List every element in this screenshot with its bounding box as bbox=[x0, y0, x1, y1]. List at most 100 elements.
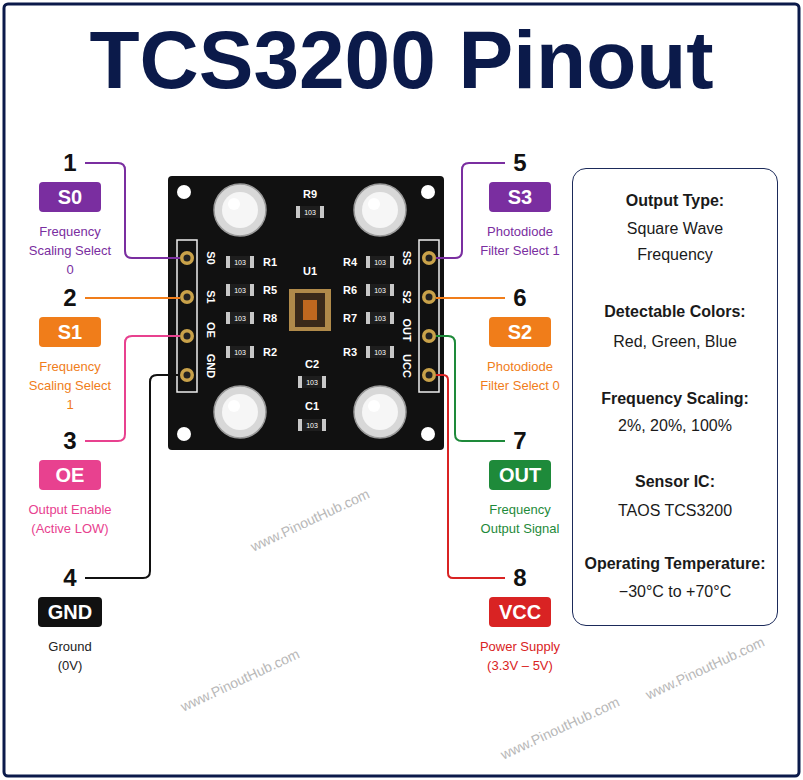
resistor-body bbox=[230, 346, 250, 358]
pin-header bbox=[177, 240, 197, 392]
pin bbox=[422, 329, 436, 343]
silkscreen-label: S0 bbox=[205, 251, 216, 264]
resistor-symbol bbox=[366, 284, 394, 296]
pin-callout: 2S1Frequency Scaling Select 1 bbox=[10, 285, 130, 414]
pin-label-box: S0 bbox=[39, 182, 101, 212]
page-border bbox=[4, 4, 799, 776]
silkscreen-label: UCC bbox=[401, 354, 412, 378]
component-label: C2 bbox=[305, 359, 319, 370]
watermark: www.PinoutHub.com bbox=[499, 694, 622, 761]
pin-description: Frequency Output Signal bbox=[472, 500, 568, 538]
pin-description: Ground (0V) bbox=[38, 637, 102, 675]
resistor-symbol bbox=[366, 256, 394, 268]
chip-body bbox=[295, 293, 325, 327]
callout-number: 1 bbox=[63, 150, 76, 176]
capacitor-symbol bbox=[298, 419, 326, 431]
mounting-hole bbox=[421, 185, 435, 199]
resistor-symbol bbox=[366, 312, 394, 324]
component-label: C1 bbox=[305, 401, 319, 412]
info-heading: Sensor IC: bbox=[581, 469, 769, 495]
component-label: R8 bbox=[263, 313, 277, 324]
resistor-symbol bbox=[226, 312, 254, 324]
component-label: R4 bbox=[343, 257, 357, 268]
resistor-code: 103 bbox=[374, 349, 386, 356]
pin-description: Photodiode Filter Select 0 bbox=[472, 357, 568, 395]
led-lens bbox=[362, 192, 398, 228]
pcb-board bbox=[168, 176, 444, 450]
pin-hole bbox=[184, 372, 191, 379]
pin bbox=[180, 251, 194, 265]
info-heading: Detectable Colors: bbox=[581, 299, 769, 325]
capacitor-body bbox=[302, 376, 322, 388]
chip-pads bbox=[289, 289, 331, 331]
pin-callout: 4GNDGround (0V) bbox=[10, 565, 130, 675]
info-heading: Frequency Scaling: bbox=[581, 386, 769, 412]
resistor-code: 103 bbox=[374, 315, 386, 322]
callout-number: 2 bbox=[63, 285, 76, 311]
resistor-code: 103 bbox=[234, 259, 246, 266]
capacitor-body bbox=[302, 419, 322, 431]
resistor-code: 103 bbox=[374, 287, 386, 294]
component-label: R9 bbox=[303, 189, 317, 200]
pin-label-box: GND bbox=[38, 597, 102, 627]
watermark: www.PinoutHub.com bbox=[644, 634, 767, 701]
component-label: R2 bbox=[263, 347, 277, 358]
silkscreen-label: GND bbox=[205, 354, 216, 378]
resistor-body bbox=[230, 312, 250, 324]
title: TCS3200 Pinout bbox=[0, 19, 803, 101]
led-lens bbox=[362, 394, 398, 430]
leader-line bbox=[436, 297, 505, 299]
pin-hole bbox=[426, 294, 433, 301]
resistor-code: 103 bbox=[234, 315, 246, 322]
resistor-symbol bbox=[226, 346, 254, 358]
led-highlight bbox=[228, 198, 240, 210]
capacitor-code: 103 bbox=[306, 379, 318, 386]
pin-description: Output Enable (Active LOW) bbox=[18, 500, 122, 538]
pin-callout: 8VCC Power Supply (3.3V – 5V) bbox=[460, 565, 580, 675]
callout-number: 7 bbox=[513, 428, 526, 454]
silkscreen-label: S1 bbox=[205, 290, 216, 303]
capacitor-code: 103 bbox=[306, 422, 318, 429]
resistor-code: 103 bbox=[374, 259, 386, 266]
pin-header bbox=[419, 240, 439, 392]
leader-line bbox=[85, 297, 180, 299]
resistor-body bbox=[230, 256, 250, 268]
component-label: R6 bbox=[343, 285, 357, 296]
callout-number: 8 bbox=[513, 565, 526, 591]
pin-callout: 3OEOutput Enable (Active LOW) bbox=[10, 428, 130, 538]
pin-description: Power Supply (3.3V – 5V) bbox=[470, 637, 570, 675]
resistor-symbol bbox=[296, 206, 324, 218]
led-highlight bbox=[228, 400, 240, 412]
resistor-body bbox=[230, 284, 250, 296]
pin-callout: 1S0Frequency Scaling Select 0 bbox=[10, 150, 130, 279]
info-value: TAOS TCS3200 bbox=[581, 498, 769, 524]
mounting-hole bbox=[177, 185, 191, 199]
led bbox=[354, 184, 406, 236]
component-label: R7 bbox=[343, 313, 357, 324]
info-value: Square Wave Frequency bbox=[610, 216, 740, 268]
pin-description: Frequency Scaling Select 0 bbox=[25, 222, 115, 279]
silkscreen-label: SS bbox=[401, 251, 412, 266]
pin bbox=[180, 290, 194, 304]
resistor-body bbox=[370, 346, 390, 358]
resistor-symbol bbox=[226, 256, 254, 268]
pin-label-box: VCC bbox=[489, 597, 551, 627]
pin bbox=[422, 368, 436, 382]
pin bbox=[180, 368, 194, 382]
photodiode-array bbox=[303, 300, 317, 320]
pin-description: Frequency Scaling Select 1 bbox=[25, 357, 115, 414]
led-highlight bbox=[368, 198, 380, 210]
info-value: 2%, 20%, 100% bbox=[581, 413, 769, 439]
component-label: U1 bbox=[303, 266, 317, 277]
pin bbox=[422, 251, 436, 265]
resistor-code: 103 bbox=[234, 349, 246, 356]
capacitor-symbol bbox=[298, 376, 326, 388]
resistor-body bbox=[370, 256, 390, 268]
pin-callout: 6S2Photodiode Filter Select 0 bbox=[460, 285, 580, 395]
callout-number: 3 bbox=[63, 428, 76, 454]
callout-number: 6 bbox=[513, 285, 526, 311]
led bbox=[214, 386, 266, 438]
resistor-body bbox=[370, 312, 390, 324]
mounting-hole bbox=[421, 427, 435, 441]
info-heading: Output Type: bbox=[581, 188, 769, 214]
